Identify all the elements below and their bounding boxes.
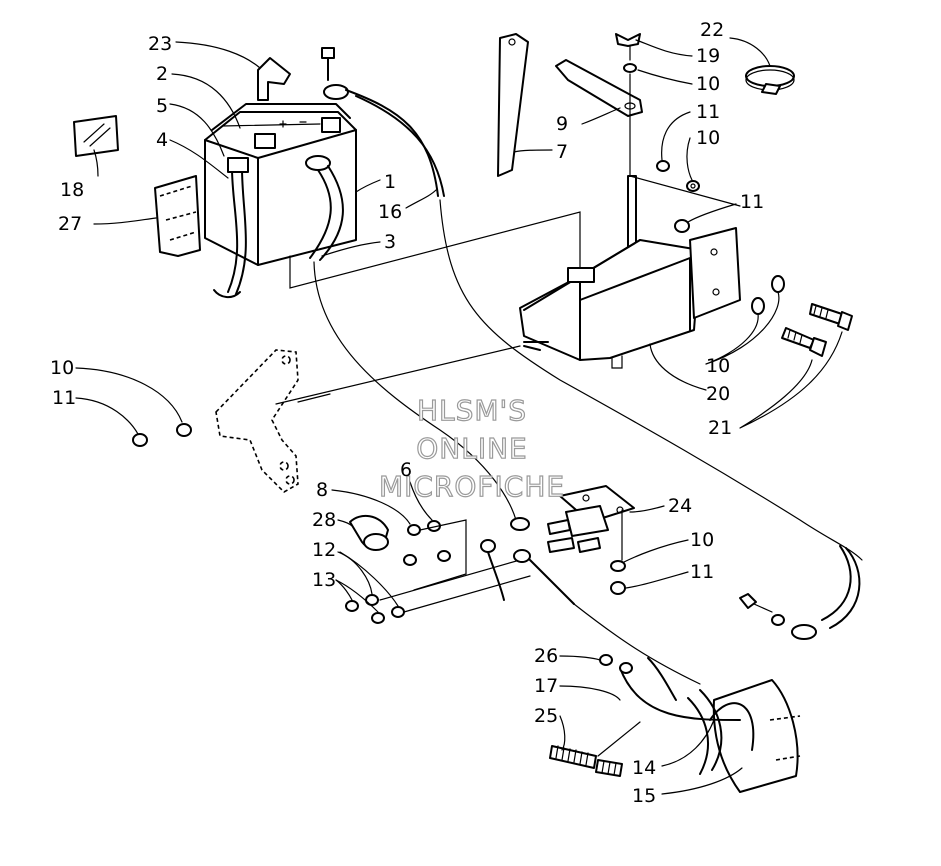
callout-15: 15 <box>632 785 656 807</box>
callout-14: 14 <box>632 757 656 779</box>
callout-23: 23 <box>148 33 172 55</box>
callout-9: 9 <box>556 113 568 135</box>
callout-21: 21 <box>708 417 732 439</box>
battery-tray <box>519 227 741 369</box>
callout-5: 5 <box>156 95 168 117</box>
callout-10-left: 10 <box>50 357 74 379</box>
small-hardware <box>345 519 531 624</box>
callout-11-upper: 11 <box>740 191 764 213</box>
callout-25: 25 <box>534 705 558 727</box>
vent-tube <box>213 157 249 298</box>
label-card <box>73 115 119 157</box>
callout-22: 22 <box>700 19 724 41</box>
callout-2: 2 <box>156 63 168 85</box>
callout-10-lower: 10 <box>690 529 714 551</box>
starter-cable-end <box>739 545 861 640</box>
callout-10-top: 10 <box>696 73 720 95</box>
watermark-line-2: ONLINE <box>416 432 527 465</box>
callout-7: 7 <box>556 141 568 163</box>
callout-26: 26 <box>534 645 558 667</box>
callout-10-right: 10 <box>706 355 730 377</box>
mount-bolts <box>781 303 853 357</box>
right-hardware <box>656 160 785 315</box>
watermark-line-1: HLSM'S <box>417 394 527 427</box>
callout-3: 3 <box>384 231 396 253</box>
callout-1: 1 <box>384 171 396 193</box>
watermark: HLSM'S ONLINE MICROFICHE <box>378 393 565 503</box>
callout-10-upper: 10 <box>696 127 720 149</box>
terminal-boot <box>257 57 291 101</box>
starter-solenoid <box>547 485 635 595</box>
callout-13: 13 <box>312 569 336 591</box>
callout-6: 6 <box>400 459 412 481</box>
negative-cable <box>305 155 517 521</box>
mount-bracket-dashed <box>132 349 299 493</box>
callout-4: 4 <box>156 129 168 151</box>
leader-lines <box>75 37 843 795</box>
callout-8: 8 <box>316 479 328 501</box>
starter-motor <box>599 654 801 793</box>
cable-terminals <box>480 517 701 685</box>
assembly-guide-lines <box>275 175 741 405</box>
callout-17: 17 <box>534 675 558 697</box>
callout-28: 28 <box>312 509 336 531</box>
hose-clamp <box>745 65 795 95</box>
terminal-cap <box>349 514 389 551</box>
springs <box>549 721 641 777</box>
callout-11-top: 11 <box>696 101 720 123</box>
watermark-line-3: MICROFICHE <box>379 470 565 503</box>
callout-numbers: 23 2 5 4 18 27 1 16 3 7 9 22 19 10 11 10… <box>50 19 764 807</box>
callout-11-lower: 11 <box>690 561 714 583</box>
callout-12: 12 <box>312 539 336 561</box>
callout-11-left: 11 <box>52 387 76 409</box>
callout-24: 24 <box>668 495 692 517</box>
callout-20: 20 <box>706 383 730 405</box>
callout-27: 27 <box>58 213 82 235</box>
positive-cable <box>321 47 863 561</box>
callout-18: 18 <box>60 179 84 201</box>
callout-16: 16 <box>378 201 402 223</box>
battery <box>204 103 357 266</box>
battery-pad <box>154 175 201 257</box>
hold-down-strap <box>497 33 529 177</box>
callout-19: 19 <box>696 45 720 67</box>
